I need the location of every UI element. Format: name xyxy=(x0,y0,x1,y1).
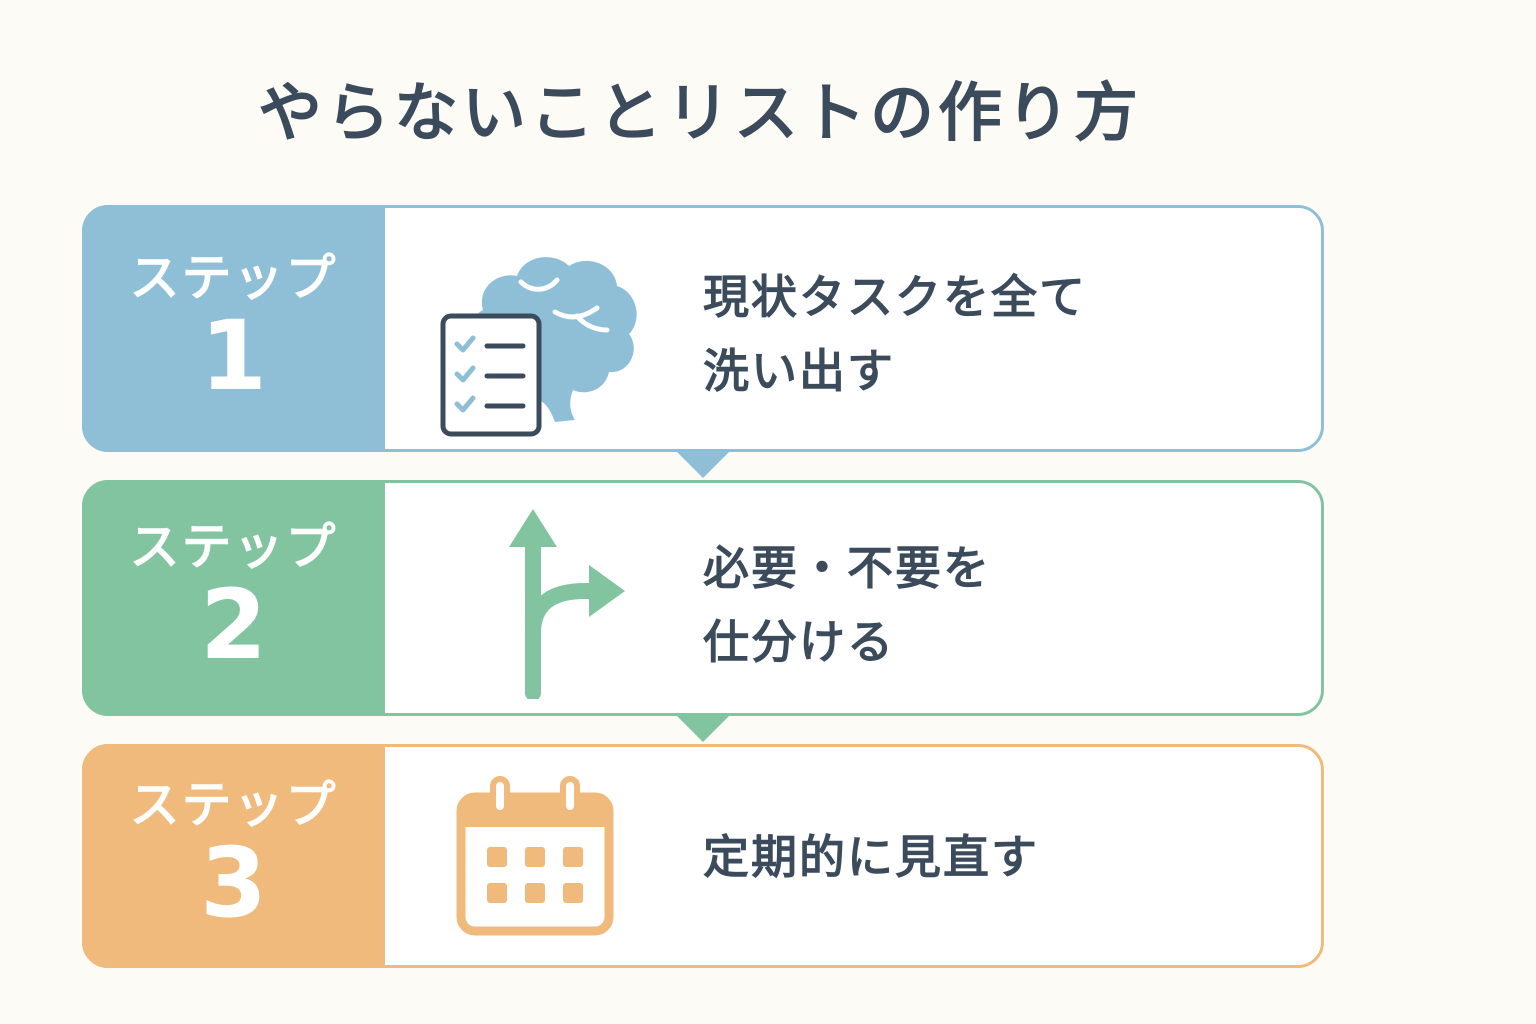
step-description-line: 仕分ける xyxy=(703,615,895,669)
step-description-line: 現状タスクを全て xyxy=(703,270,1087,324)
step-description: 必要・不要を 仕分ける xyxy=(703,531,991,679)
step-description: 現状タスクを全て 洗い出す xyxy=(703,260,1087,408)
branching-arrow-icon xyxy=(485,503,635,703)
step-description-line: 定期的に見直す xyxy=(703,830,1039,884)
step-badge-1: ステップ 1 xyxy=(82,205,385,452)
step-label: ステップ xyxy=(129,248,338,307)
step-card-1: ステップ 1 現状タスクを全て 洗い出す xyxy=(82,205,1324,452)
step-card-3: ステップ 3 定期的に見直す xyxy=(82,744,1324,968)
step-number: 3 xyxy=(200,827,267,940)
calendar-icon xyxy=(455,775,615,943)
step-description-line: 必要・不要を xyxy=(703,541,991,595)
step-connector-arrow xyxy=(677,452,729,478)
step-number: 1 xyxy=(200,299,267,412)
step-badge-2: ステップ 2 xyxy=(82,480,385,716)
step-label: ステップ xyxy=(129,776,338,835)
step-number: 2 xyxy=(200,569,267,682)
brain-checklist-icon xyxy=(437,240,647,444)
page-title: やらないことリストの作り方 xyxy=(258,77,1142,151)
step-card-2: ステップ 2 必要・不要を 仕分ける xyxy=(82,480,1324,716)
step-description: 定期的に見直す xyxy=(703,820,1039,894)
step-label: ステップ xyxy=(129,518,338,577)
step-connector-arrow xyxy=(677,716,729,742)
step-description-line: 洗い出す xyxy=(703,344,895,398)
step-badge-3: ステップ 3 xyxy=(82,744,385,968)
